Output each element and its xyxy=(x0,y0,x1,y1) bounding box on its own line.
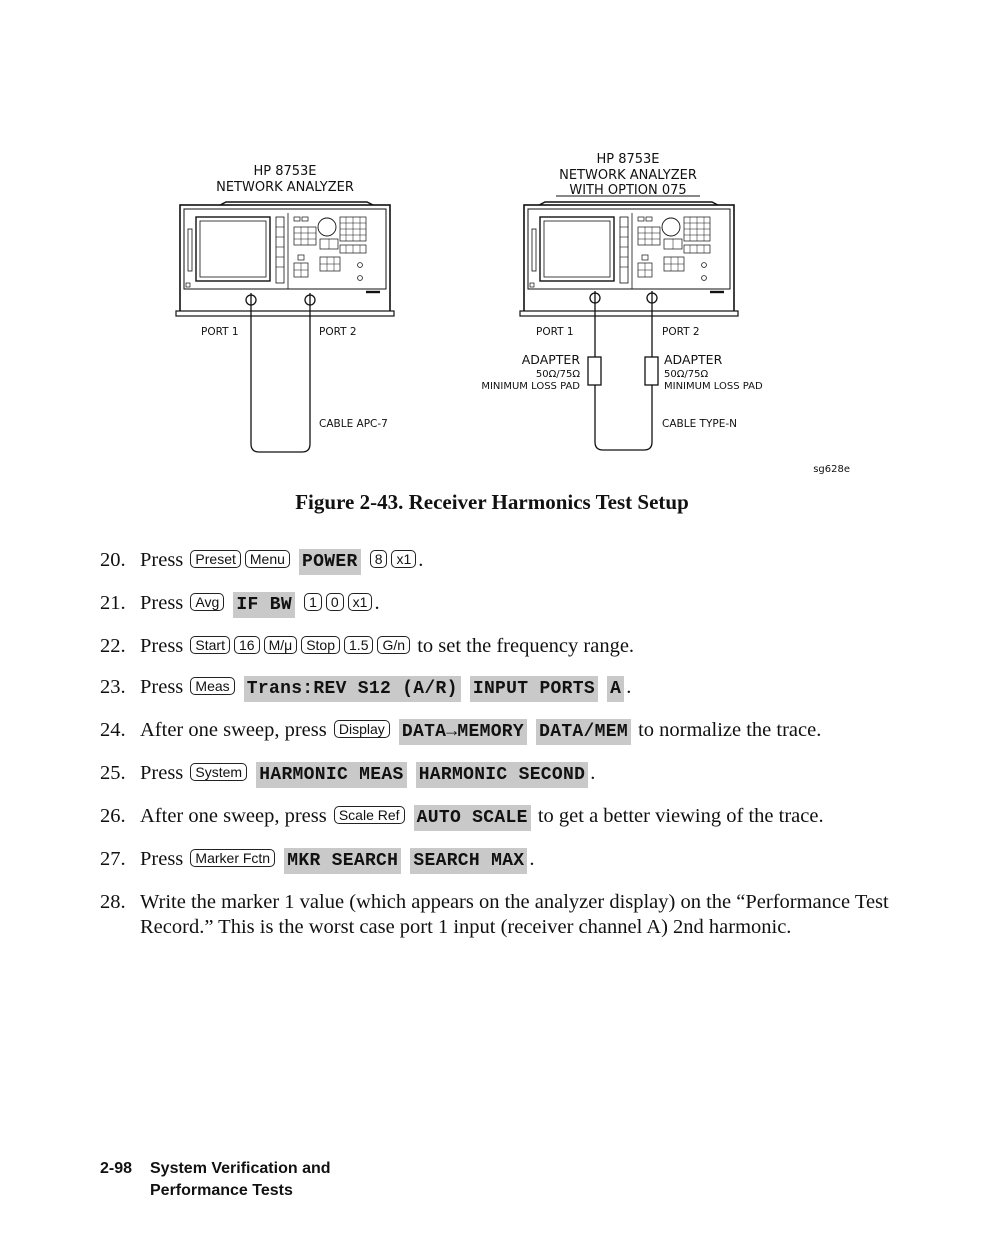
step-number: 23. xyxy=(100,676,126,698)
step-end: . xyxy=(590,762,596,784)
data-mem-softkey: DATA/MEM xyxy=(536,719,631,745)
step-tail: to get a better viewing of the trace. xyxy=(537,805,824,827)
left-port-2-label: PORT 2 xyxy=(319,326,357,338)
test-setup-diagram: HP 8753E NETWORK ANALYZER HP 8753E NETWO… xyxy=(174,152,850,475)
a-softkey: A xyxy=(607,676,625,702)
right-port-1-label: PORT 1 xyxy=(536,326,574,338)
input-ports-softkey: INPUT PORTS xyxy=(469,676,598,702)
step-27: 27. Press Marker Fctn MKR SEARCH SEARCH … xyxy=(100,847,890,874)
right-port-2-label: PORT 2 xyxy=(662,326,700,338)
left-port-1-label: PORT 1 xyxy=(201,326,239,338)
system-key: System xyxy=(190,763,248,781)
trans-rev-s12-softkey: Trans:REV S12 (A/R) xyxy=(243,676,461,702)
step-tail: to normalize the trace. xyxy=(638,719,822,741)
step-end: . xyxy=(529,848,535,870)
step-text: Press xyxy=(140,592,184,614)
display-key: Display xyxy=(333,720,390,738)
data-to-memory-softkey: DATA→MEMORY xyxy=(398,719,527,745)
right-analyzer-label-2: NETWORK ANALYZER xyxy=(559,168,697,183)
left-adapter-label-3: MINIMUM LOSS PAD xyxy=(481,381,580,392)
harmonic-meas-softkey: HARMONIC MEAS xyxy=(256,762,407,788)
step-number: 26. xyxy=(100,805,126,827)
step-end: . xyxy=(374,592,380,614)
m-mu-key: M/μ xyxy=(263,636,298,654)
start-key: Start xyxy=(190,636,230,654)
step-number: 21. xyxy=(100,592,126,614)
step-text: Press xyxy=(140,762,184,784)
step-number: 20. xyxy=(100,549,126,571)
marker-fctn-key: Marker Fctn xyxy=(190,849,276,867)
numeric-key: 8 xyxy=(369,550,388,568)
step-25: 25. Press System HARMONIC MEAS HARMONIC … xyxy=(100,761,890,788)
right-adapter-label-3: MINIMUM LOSS PAD xyxy=(664,381,763,392)
numeric-key: 16 xyxy=(234,636,260,654)
step-number: 25. xyxy=(100,762,126,784)
page-number: 2-98 xyxy=(100,1160,133,1177)
figure-code: sg628e xyxy=(813,464,850,475)
step-text: Press xyxy=(140,635,184,657)
x1-key: x1 xyxy=(347,593,373,611)
step-number: 22. xyxy=(100,635,126,657)
if-bw-softkey: IF BW xyxy=(233,592,295,618)
left-analyzer xyxy=(174,203,396,318)
harmonic-second-softkey: HARMONIC SECOND xyxy=(415,762,589,788)
step-text: Press xyxy=(140,676,184,698)
step-text: After one sweep, press xyxy=(140,719,327,741)
step-28: 28. Write the marker 1 value (which appe… xyxy=(100,890,890,940)
search-max-softkey: SEARCH MAX xyxy=(410,848,528,874)
step-tail: to set the frequency range. xyxy=(417,635,635,657)
step-text: Press xyxy=(140,549,184,571)
stop-key: Stop xyxy=(301,636,341,654)
left-adapter-label-2: 50Ω/75Ω xyxy=(536,369,580,380)
power-softkey: POWER xyxy=(299,549,361,575)
step-23: 23. Press Meas Trans:REV S12 (A/R) INPUT… xyxy=(100,675,890,702)
step-number: 27. xyxy=(100,848,126,870)
step-end: . xyxy=(626,676,632,698)
left-cable-label: CABLE APC-7 xyxy=(319,418,388,430)
avg-key: Avg xyxy=(190,593,225,611)
numeric-key: 0 xyxy=(325,593,344,611)
figure-caption: Figure 2-43. Receiver Harmonics Test Set… xyxy=(295,490,689,514)
right-adapter-label-2: 50Ω/75Ω xyxy=(664,369,708,380)
right-adapter-label-1: ADAPTER xyxy=(664,352,723,367)
menu-key: Menu xyxy=(244,550,290,568)
step-text: Press xyxy=(140,848,184,870)
step-number: 28. xyxy=(100,891,126,913)
step-24: 24. After one sweep, press Display DATA→… xyxy=(100,718,890,745)
right-analyzer xyxy=(518,203,740,318)
mkr-search-softkey: MKR SEARCH xyxy=(284,848,402,874)
section-title-line-2: Performance Tests xyxy=(150,1182,293,1199)
left-analyzer-label-2: NETWORK ANALYZER xyxy=(216,180,354,195)
right-analyzer-label-1: HP 8753E xyxy=(596,152,659,167)
numeric-key: 1 xyxy=(304,593,322,611)
right-cable-type-n xyxy=(587,291,659,451)
step-26: 26. After one sweep, press Scale Ref AUT… xyxy=(100,804,890,831)
g-n-key: G/n xyxy=(377,636,411,654)
left-adapter-label-1: ADAPTER xyxy=(522,352,581,367)
right-cable-label: CABLE TYPE-N xyxy=(662,418,737,430)
meas-key: Meas xyxy=(190,677,235,695)
step-text: Write the marker 1 value (which appears … xyxy=(140,891,889,938)
left-cable-apc7 xyxy=(245,293,316,453)
auto-scale-softkey: AUTO SCALE xyxy=(413,805,531,831)
numeric-key: 1.5 xyxy=(344,636,374,654)
preset-key: Preset xyxy=(190,550,241,568)
section-title-line-1: System Verification and xyxy=(150,1160,331,1177)
step-end: . xyxy=(418,549,424,571)
left-analyzer-label-1: HP 8753E xyxy=(253,164,316,179)
scale-ref-key: Scale Ref xyxy=(333,806,405,824)
step-text: After one sweep, press xyxy=(140,805,327,827)
step-number: 24. xyxy=(100,719,126,741)
x1-key: x1 xyxy=(391,550,417,568)
right-analyzer-label-3: WITH OPTION 075 xyxy=(569,183,686,198)
page-footer: 2-98 System Verification and Performance … xyxy=(100,1158,331,1202)
